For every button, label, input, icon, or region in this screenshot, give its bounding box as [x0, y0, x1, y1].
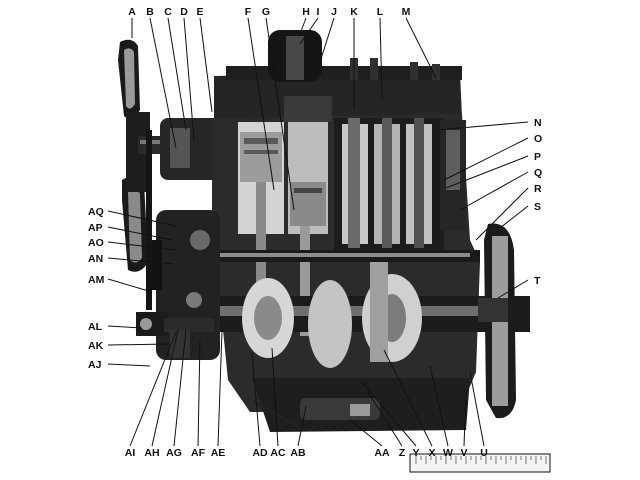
leader-line	[499, 205, 529, 229]
leader-line	[349, 419, 383, 447]
leader-line	[299, 17, 319, 45]
leader-line	[497, 279, 529, 299]
callout-label-ab: AB	[290, 447, 306, 459]
leader-line	[107, 241, 177, 251]
callout-label-aa: AA	[374, 447, 390, 459]
callout-label-ak: AK	[88, 340, 104, 352]
callout-label-b: B	[146, 6, 154, 18]
leader-line	[173, 329, 187, 447]
leader-line	[197, 339, 201, 447]
callout-label-af: AF	[191, 447, 206, 459]
callout-label-c: C	[164, 6, 172, 18]
callout-label-i: I	[317, 6, 320, 18]
leader-line	[107, 210, 177, 227]
crank-throw-2	[308, 280, 352, 368]
callout-label-am: AM	[88, 274, 105, 286]
callout-label-al: AL	[88, 321, 103, 333]
callout-label-d: D	[180, 6, 188, 18]
leader-line	[367, 391, 403, 447]
callout-label-e: E	[196, 6, 203, 18]
callout-label-m: M	[402, 6, 411, 18]
leader-line	[379, 17, 383, 99]
callout-label-k: K	[350, 6, 358, 18]
callout-label-w: W	[443, 447, 453, 459]
leader-line	[429, 365, 449, 447]
callout-label-g: G	[262, 6, 270, 18]
callout-label-ag: AG	[166, 447, 182, 459]
callout-label-ae: AE	[211, 447, 226, 459]
callout-label-a: A	[128, 6, 136, 18]
leader-line	[459, 171, 529, 211]
leader-line	[463, 391, 467, 447]
callout-label-y: Y	[412, 447, 419, 459]
callout-label-q: Q	[534, 167, 542, 179]
callout-label-r: R	[534, 183, 542, 195]
callout-label-z: Z	[399, 447, 406, 459]
leader-line	[217, 329, 223, 447]
leader-line	[167, 17, 187, 131]
leader-line	[297, 405, 307, 447]
callout-label-ad: AD	[252, 447, 268, 459]
callout-label-f: F	[245, 6, 252, 18]
leader-line	[107, 325, 143, 329]
callout-label-j: J	[331, 6, 337, 18]
leader-line	[247, 17, 275, 191]
leader-line	[319, 17, 335, 63]
callout-label-ac: AC	[270, 447, 286, 459]
callout-label-ah: AH	[144, 447, 159, 459]
leader-line	[107, 278, 153, 293]
leader-line	[251, 351, 261, 447]
leader-line	[469, 371, 485, 447]
leader-line	[265, 17, 295, 211]
leader-line	[149, 17, 177, 149]
leader-line	[445, 155, 529, 189]
leader-line	[475, 187, 529, 241]
callout-label-ap: AP	[88, 222, 103, 234]
leader-line	[107, 226, 173, 241]
leader-line	[383, 349, 433, 447]
callout-label-t: T	[534, 275, 541, 287]
callout-label-h: H	[302, 6, 310, 18]
leader-line	[199, 17, 213, 113]
callout-label-n: N	[534, 117, 542, 129]
leader-line	[443, 137, 529, 181]
callout-label-s: S	[534, 201, 541, 213]
leader-line	[107, 363, 151, 367]
dipstick	[253, 400, 301, 430]
callout-label-aj: AJ	[88, 359, 102, 371]
callout-label-u: U	[480, 447, 488, 459]
callout-label-an: AN	[88, 253, 103, 265]
leader-line	[151, 329, 179, 447]
callout-label-x: X	[428, 447, 435, 459]
leader-line	[361, 381, 417, 447]
callout-label-v: V	[460, 447, 467, 459]
engine-illustration	[118, 30, 530, 432]
leader-line	[183, 17, 195, 141]
leader-line	[405, 17, 437, 79]
callout-label-p: P	[534, 151, 541, 163]
callout-label-ao: AO	[88, 237, 104, 249]
leader-line	[107, 257, 175, 265]
leader-line	[107, 343, 171, 346]
leader-line	[437, 121, 529, 131]
leader-line	[271, 347, 279, 447]
callout-label-ai: AI	[125, 447, 136, 459]
callout-label-l: L	[377, 6, 384, 18]
leader-line	[299, 17, 307, 35]
leader-line	[129, 331, 177, 447]
callout-label-o: O	[534, 133, 542, 145]
scale-ruler	[409, 453, 551, 473]
callout-label-aq: AQ	[88, 206, 104, 218]
